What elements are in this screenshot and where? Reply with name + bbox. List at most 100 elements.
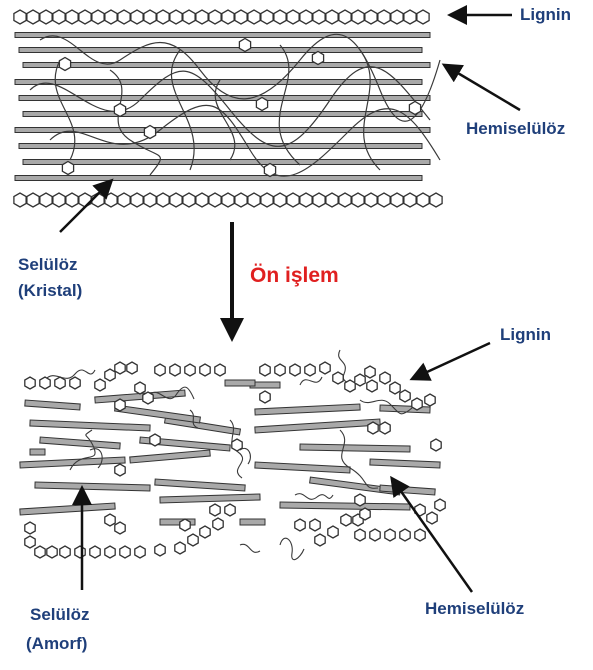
lignin-hexagon bbox=[378, 193, 390, 207]
lignin-hexagon bbox=[35, 546, 45, 558]
lignin-hexagon bbox=[79, 10, 91, 24]
cellulose-crystal-fiber bbox=[19, 144, 422, 149]
cellulose-amorphous-fiber bbox=[280, 502, 410, 510]
lignin-hexagon bbox=[53, 193, 65, 207]
lignin-hexagon bbox=[27, 193, 39, 207]
lignin-hexagon bbox=[55, 377, 65, 389]
lignin-hexagon bbox=[95, 379, 105, 391]
lignin-hexagon bbox=[92, 10, 104, 24]
cellulose-amorphous-fiber bbox=[130, 450, 211, 463]
lignin-hexagon bbox=[115, 464, 125, 476]
label-cellulose-amorphous-2: (Amorf) bbox=[26, 633, 87, 655]
lignin-hexagon bbox=[79, 193, 91, 207]
lignin-hexagon bbox=[14, 10, 26, 24]
lignin-hexagon bbox=[105, 369, 115, 381]
lignin-hexagon bbox=[391, 10, 403, 24]
cellulose-amorphous-fiber bbox=[370, 459, 440, 468]
lignin-hexagon bbox=[248, 10, 260, 24]
lignin-hexagon bbox=[261, 193, 273, 207]
label-cellulose-amorphous-1: Selülöz bbox=[30, 604, 90, 626]
lignin-hexagon bbox=[144, 10, 156, 24]
lignin-hexagon bbox=[341, 514, 351, 526]
cellulose-amorphous-fiber bbox=[40, 437, 120, 449]
lignin-hexagon bbox=[367, 380, 377, 392]
lignin-hexagon bbox=[115, 362, 125, 374]
lignin-hexagon bbox=[120, 546, 130, 558]
lignin-hexagon bbox=[355, 494, 365, 506]
lignin-hexagon bbox=[183, 193, 195, 207]
lignin-hexagon bbox=[40, 377, 50, 389]
lignin-hexagon bbox=[90, 546, 100, 558]
cellulose-amorphous-fiber bbox=[25, 400, 80, 410]
lignin-hexagon bbox=[225, 504, 235, 516]
lignin-hexagon bbox=[274, 10, 286, 24]
lignin-hexagon bbox=[25, 377, 35, 389]
lignin-hexagon bbox=[215, 364, 225, 376]
lignin-hexagon bbox=[339, 193, 351, 207]
cellulose-amorphous-fiber bbox=[300, 444, 410, 452]
lignin-hexagon bbox=[157, 10, 169, 24]
lignin-hexagon bbox=[105, 10, 117, 24]
lignin-hexagon bbox=[47, 546, 57, 558]
cellulose-amorphous-fiber bbox=[115, 405, 201, 423]
lignin-hexagon bbox=[118, 193, 130, 207]
lignin-hexagon bbox=[365, 193, 377, 207]
label-pretreatment: Ön işlem bbox=[250, 264, 339, 288]
process-arrow bbox=[220, 222, 244, 342]
lignin-hexagon bbox=[135, 546, 145, 558]
cellulose-amorphous-fiber bbox=[35, 482, 150, 491]
lignin-hexagon bbox=[313, 193, 325, 207]
lignin-hexagon bbox=[295, 519, 305, 531]
cellulose-amorphous-fiber bbox=[155, 479, 245, 491]
lignin-hexagon bbox=[188, 534, 198, 546]
lignin-hexagon bbox=[313, 10, 325, 24]
lignin-hexagon bbox=[210, 504, 220, 516]
lignin-hexagon bbox=[118, 10, 130, 24]
lignin-hexagon bbox=[380, 372, 390, 384]
lignin-hexagon bbox=[157, 193, 169, 207]
hemicellulose-strands-top bbox=[30, 34, 440, 176]
lignin-hexagon bbox=[200, 364, 210, 376]
lignin-hexagon bbox=[155, 544, 165, 556]
lignin-hexagon bbox=[370, 529, 380, 541]
lignin-hexagon bbox=[380, 422, 390, 434]
lignin-hexagon bbox=[385, 529, 395, 541]
lignin-hexagon bbox=[105, 546, 115, 558]
lignin-hexagon bbox=[235, 10, 247, 24]
cellulose-amorphous-fiber bbox=[255, 404, 360, 415]
lignin-hexagon bbox=[232, 439, 242, 451]
lignin-hexagon bbox=[115, 522, 125, 534]
lignin-hexagon bbox=[287, 193, 299, 207]
lignin-hexagon bbox=[144, 193, 156, 207]
lignin-hexagon bbox=[62, 162, 73, 175]
lignin-hexagon bbox=[260, 364, 270, 376]
lignin-hexagon bbox=[305, 364, 315, 376]
lignin-hexagon bbox=[25, 536, 35, 548]
lignin-hexagon bbox=[417, 10, 429, 24]
lignin-hexagon-row-bottom bbox=[14, 193, 442, 207]
lignin-hexagon bbox=[290, 364, 300, 376]
cellulose-crystal-fiber bbox=[15, 176, 422, 181]
lignin-hexagon bbox=[105, 514, 115, 526]
lignin-hexagon bbox=[248, 193, 260, 207]
lignin-hexagon bbox=[400, 390, 410, 402]
lignin-hexagon bbox=[339, 10, 351, 24]
cellulose-crystal-fibers bbox=[15, 33, 430, 181]
lignin-hexagon bbox=[352, 10, 364, 24]
cellulose-amorphous-fiber bbox=[160, 494, 260, 503]
lignin-hexagon bbox=[326, 193, 338, 207]
cellulose-amorphous-fiber bbox=[255, 462, 350, 473]
lignin-hexagon bbox=[352, 193, 364, 207]
lignin-hexagon bbox=[365, 366, 375, 378]
lignin-hexagon bbox=[144, 126, 155, 139]
label-hemicellulose-bottom: Hemiselülöz bbox=[425, 598, 524, 620]
lignin-hexagon bbox=[300, 193, 312, 207]
lignin-hexagon bbox=[143, 392, 153, 404]
lignin-hexagon bbox=[131, 10, 143, 24]
lignin-hexagon bbox=[66, 10, 78, 24]
lignin-hexagon-row-top bbox=[14, 10, 429, 24]
lignin-hexagon bbox=[25, 522, 35, 534]
lignin-hexagon bbox=[365, 10, 377, 24]
lignin-hexagon bbox=[60, 546, 70, 558]
lignin-hexagon bbox=[360, 508, 370, 520]
